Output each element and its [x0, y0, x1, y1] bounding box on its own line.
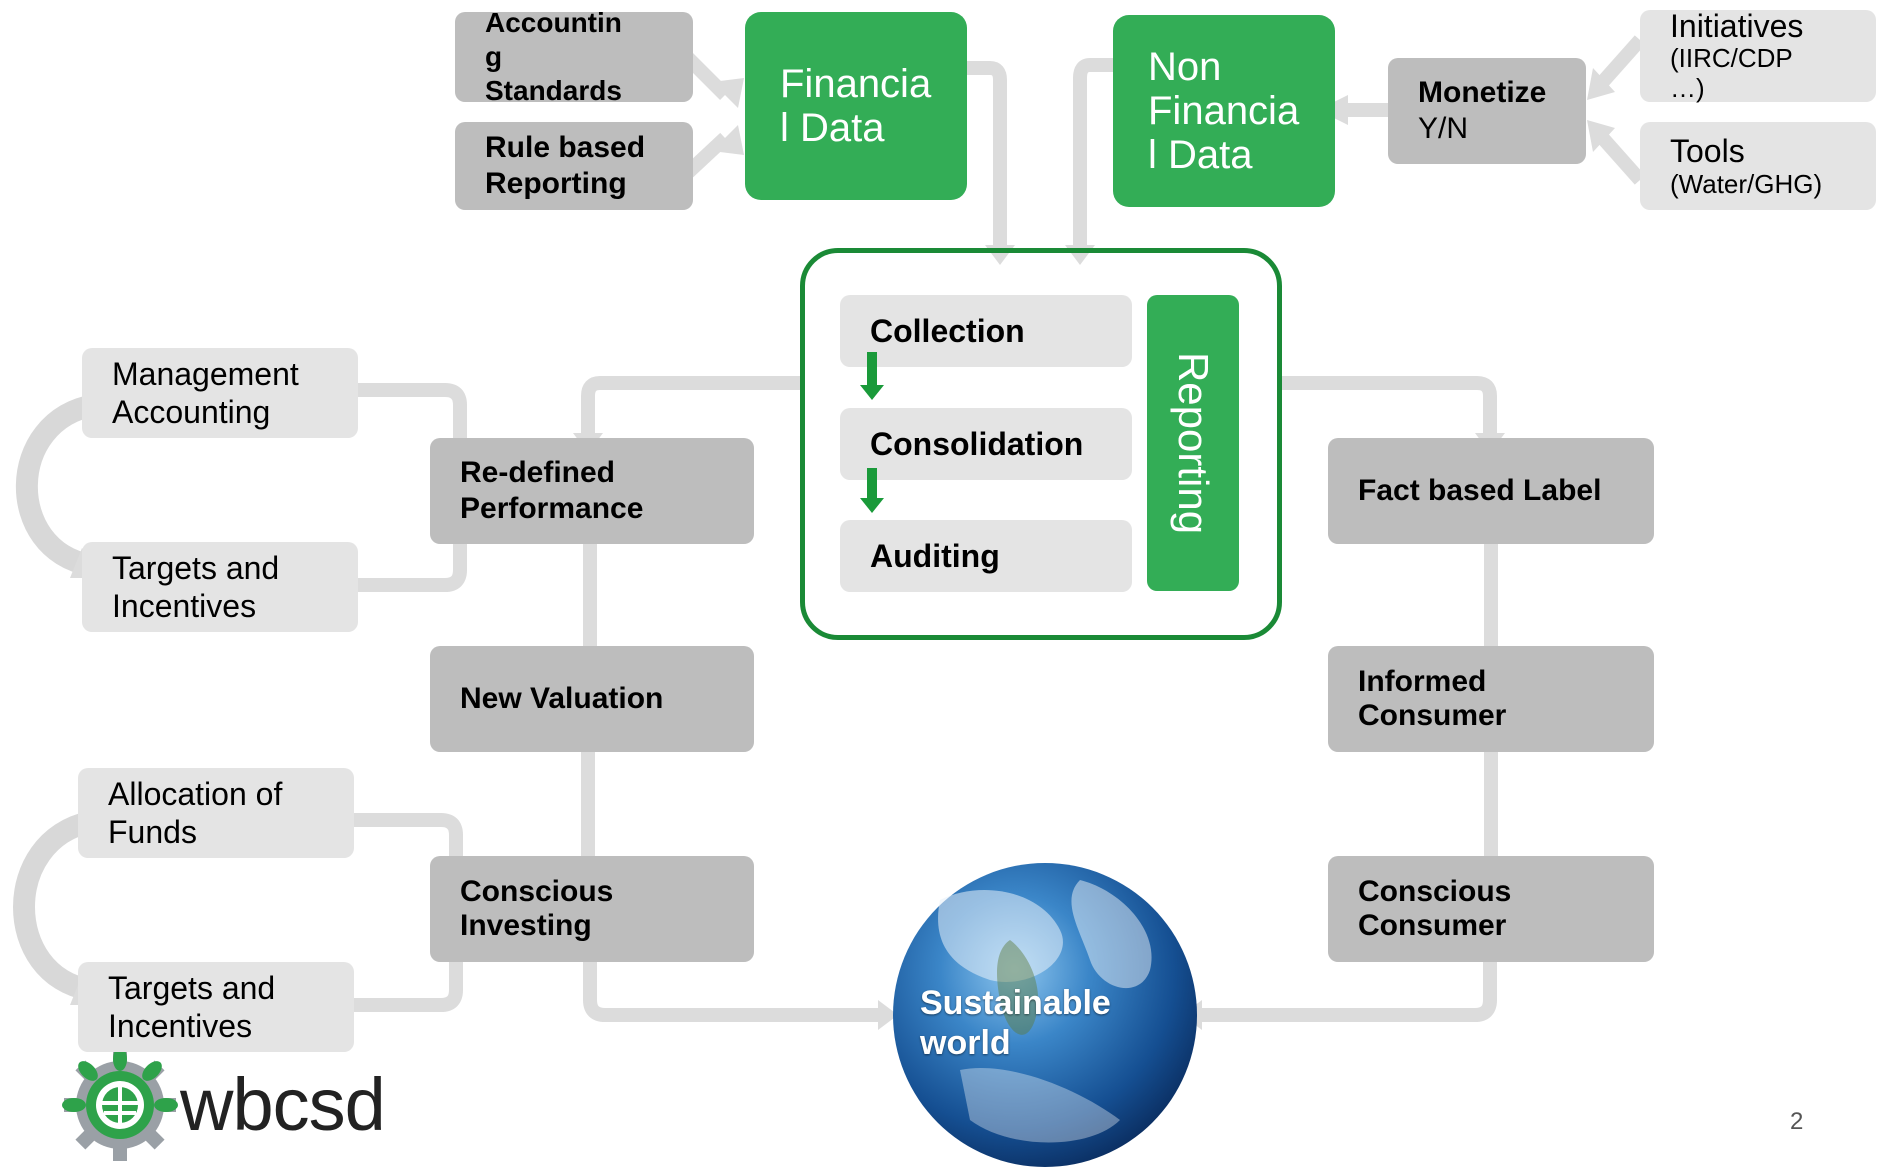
arrowhead-accounting: [712, 78, 744, 108]
conscious-consumer-box: Conscious Consumer: [1328, 856, 1654, 962]
fact-based-label-box: Fact based Label: [1328, 438, 1654, 544]
connector-targets-to-performance: [350, 535, 467, 592]
connector-investing-to-allocation: [345, 813, 463, 870]
financial-data-box: Financia l Data: [745, 12, 967, 200]
fact-based-label-text: Fact based Label: [1358, 474, 1602, 507]
wbcsd-logo-emblem: [62, 1047, 178, 1161]
reporting-frame: [800, 248, 1282, 640]
targets-incentives-box-2: Targets and Incentives: [78, 962, 354, 1052]
new-valuation-label: New Valuation: [460, 682, 664, 715]
curve-management-to-targets: [15, 394, 98, 576]
monetize-sub-label: Y/N: [1418, 112, 1469, 145]
connector-performance-to-management: [350, 383, 467, 440]
initiatives-title: Initiatives: [1670, 8, 1804, 44]
connector-consumer-to-world: [1200, 960, 1497, 1022]
connector-investing-to-world: [583, 960, 880, 1022]
rule-based-reporting-label: Rule based Reporting: [485, 131, 646, 200]
collection-label: Collection: [870, 312, 1025, 349]
collection-step: Collection: [840, 295, 1132, 367]
conscious-investing-label: Conscious Investing: [460, 875, 614, 942]
connector-initiatives-to-monetize: [1594, 35, 1646, 90]
accounting-standards-box: Accountin g Standards: [455, 7, 693, 106]
page-number: 2: [1790, 1108, 1804, 1135]
allocation-of-funds-label: Allocation of Funds: [108, 776, 283, 850]
connector-tools-to-monetize: [1594, 130, 1646, 185]
allocation-of-funds-box: Allocation of Funds: [78, 768, 354, 858]
connector-financial-to-reporting: [965, 61, 1007, 245]
tools-box: Tools (Water/GHG): [1640, 122, 1876, 210]
arrowhead-rule: [712, 125, 744, 155]
initiatives-box: Initiatives (IIRC/CDP …): [1640, 8, 1876, 103]
informed-consumer-label: Informed Consumer: [1358, 665, 1507, 732]
connector-reporting-to-label: [1278, 376, 1497, 435]
curve-allocation-to-targets: [13, 811, 93, 1001]
initiatives-sub: (IIRC/CDP …): [1670, 43, 1793, 103]
targets-incentives-box-1: Targets and Incentives: [82, 542, 358, 632]
redefined-performance-box: Re-defined Performance: [430, 438, 754, 544]
globe-image: [893, 863, 1197, 1167]
new-valuation-box: New Valuation: [430, 646, 754, 752]
financial-data-label: Financia l Data: [780, 62, 932, 150]
connector-nonfinancial-to-reporting: [1073, 58, 1115, 245]
arrowhead-world-left: [878, 1000, 898, 1030]
consolidation-label: Consolidation: [870, 425, 1084, 462]
redefined-performance-label: Re-defined Performance: [460, 456, 644, 525]
tools-sub: (Water/GHG): [1670, 169, 1823, 199]
arrowhead-tools: [1587, 120, 1615, 152]
non-financial-data-label: Non Financia l Data: [1148, 45, 1300, 177]
informed-consumer-box: Informed Consumer: [1328, 646, 1654, 752]
monetize-box: Monetize Y/N: [1388, 58, 1586, 164]
sustainable-world-label: Sustainable world: [920, 984, 1111, 1062]
collection-arrow-shaft: [867, 352, 877, 388]
consolidation-arrow-shaft: [867, 468, 877, 501]
consolidation-step: Consolidation: [840, 408, 1132, 480]
connector-reporting-to-performance: [581, 376, 805, 435]
reporting-vertical-label: Reporting: [1170, 351, 1218, 535]
auditing-label: Auditing: [870, 537, 1000, 574]
auditing-step: Auditing: [840, 520, 1132, 592]
targets-incentives-label-1: Targets and Incentives: [112, 550, 280, 624]
tools-title: Tools: [1670, 133, 1745, 169]
arrowhead-initiatives: [1587, 68, 1615, 100]
management-accounting-label: Management Accounting: [112, 356, 299, 430]
accounting-standards-label: Accountin g Standards: [485, 7, 622, 106]
reporting-vertical-box: Reporting: [1147, 295, 1239, 591]
connector-targets2-to-investing: [345, 955, 463, 1012]
monetize-label: Monetize: [1418, 76, 1547, 109]
non-financial-data-box: Non Financia l Data: [1113, 15, 1335, 207]
targets-incentives-label-2: Targets and Incentives: [108, 970, 276, 1044]
rule-based-reporting-box: Rule based Reporting: [455, 122, 693, 210]
conscious-investing-box: Conscious Investing: [430, 856, 754, 962]
conscious-consumer-label: Conscious Consumer: [1358, 875, 1512, 942]
management-accounting-box: Management Accounting: [82, 348, 358, 438]
wbcsd-logo-text: wbcsd: [180, 1063, 386, 1146]
